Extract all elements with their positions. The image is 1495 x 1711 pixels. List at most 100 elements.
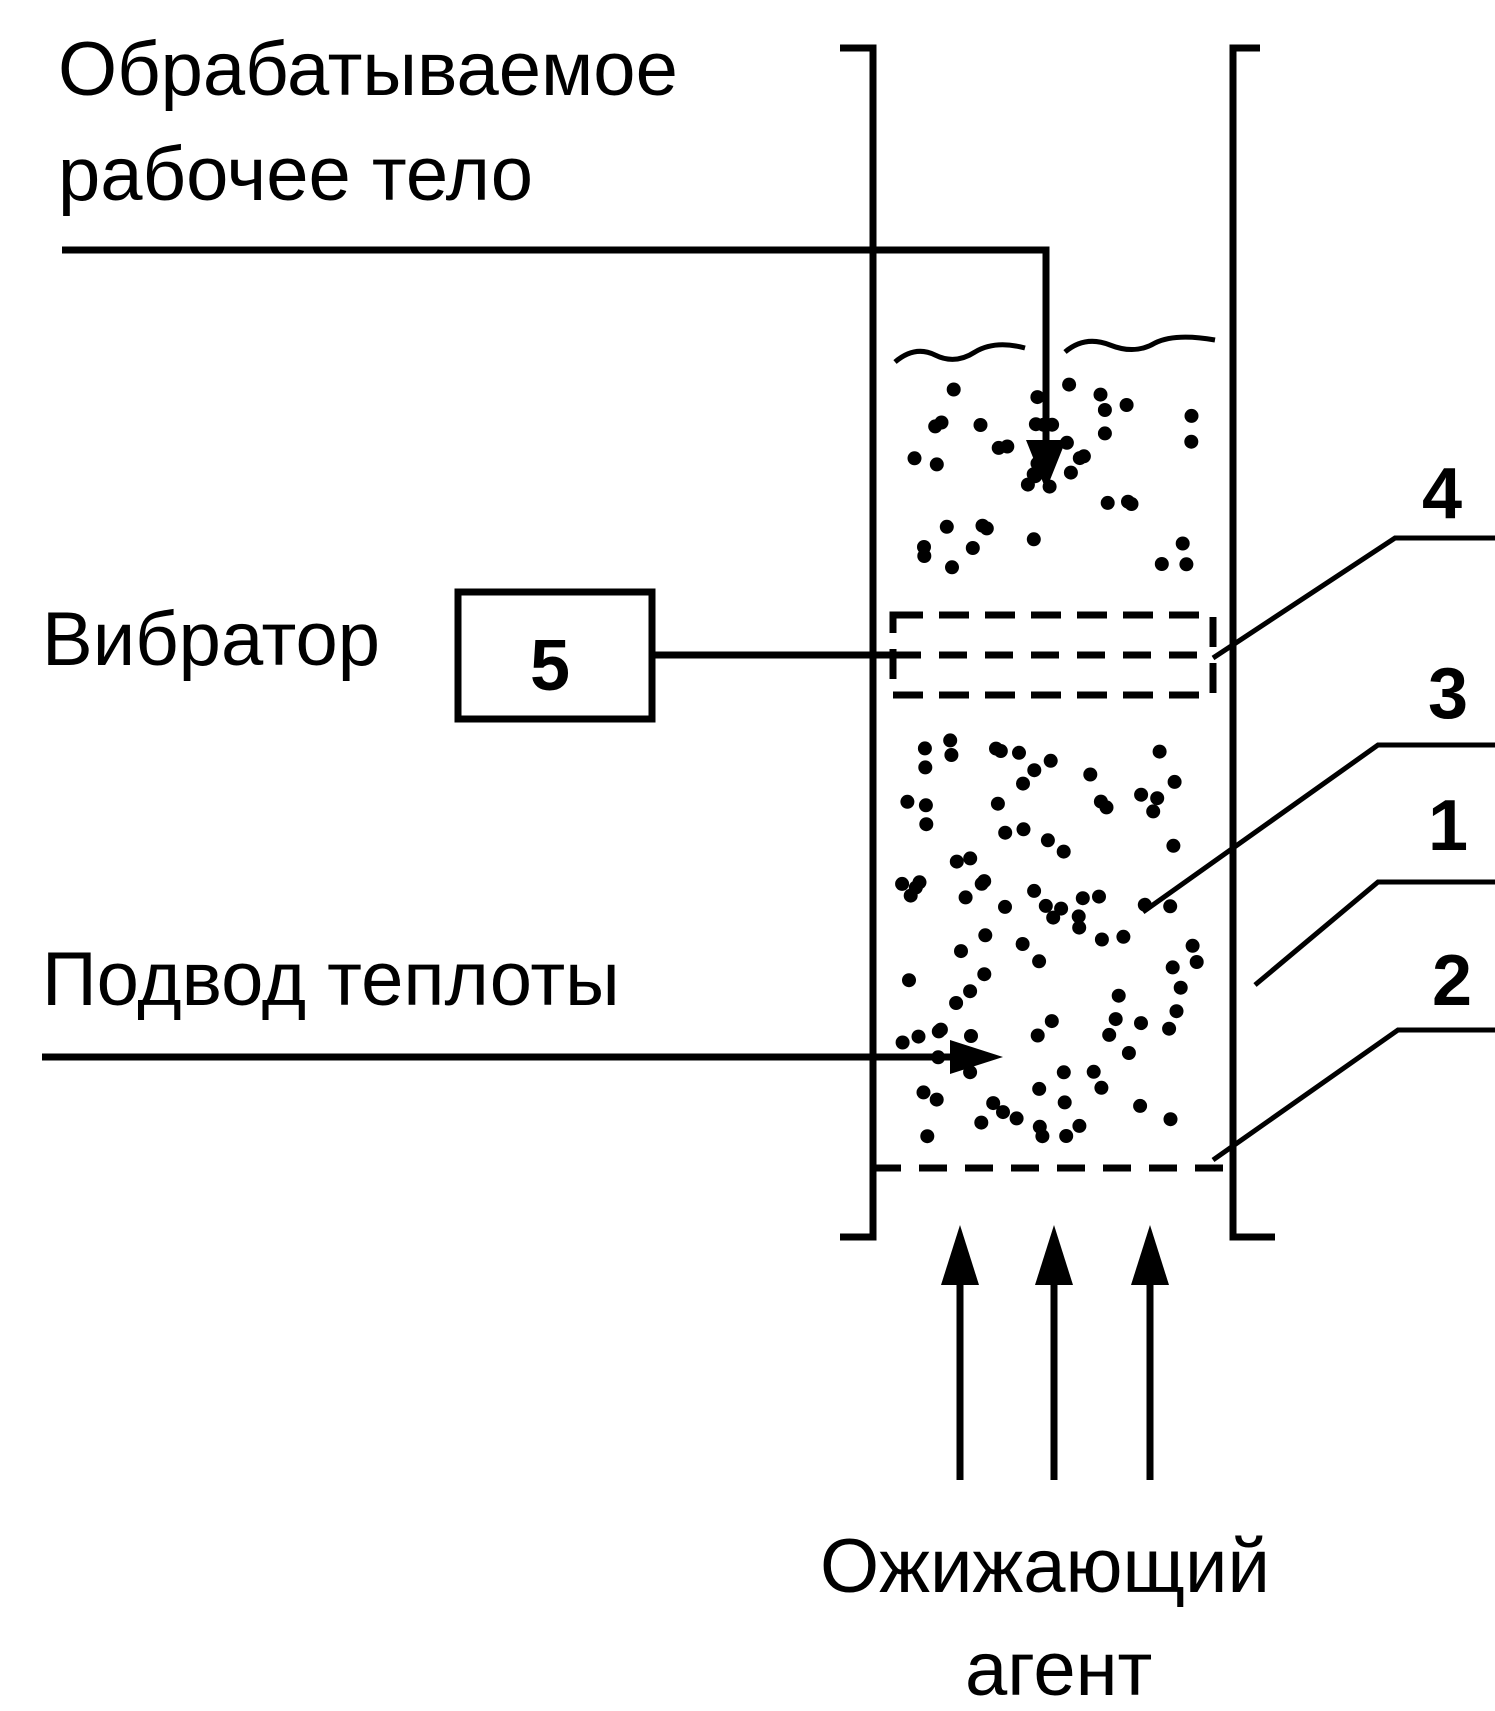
bed-particle	[908, 451, 922, 465]
vibrator-box-number: 5	[530, 626, 570, 706]
bed-particle	[1087, 1065, 1101, 1079]
bed-particle	[1030, 390, 1044, 404]
bed-particle	[1112, 989, 1126, 1003]
bed-particle	[1185, 409, 1199, 423]
bed-particle	[974, 1116, 988, 1130]
bed-particle	[963, 1065, 977, 1079]
bed-particle	[1168, 775, 1182, 789]
bed-surface-wave-right	[1065, 337, 1215, 352]
bed-particle	[1098, 403, 1112, 417]
bed-particle	[1121, 495, 1135, 509]
bed-particle	[964, 1029, 978, 1043]
bed-particle	[998, 900, 1012, 914]
bed-particle	[1077, 449, 1091, 463]
bed-particle	[1176, 537, 1190, 551]
bed-particle	[1072, 1119, 1086, 1133]
vibrator-label: Вибратор	[42, 597, 380, 682]
bed-particle	[1184, 435, 1198, 449]
heat-supply-label: Подвод теплоты	[42, 937, 620, 1022]
bed-particle	[1134, 788, 1148, 802]
bed-particle	[1155, 557, 1169, 571]
bed-particle	[1016, 937, 1030, 951]
bed-particle	[912, 1030, 926, 1044]
bed-particle	[954, 944, 968, 958]
bed-particle	[896, 1036, 910, 1050]
bed-particle	[1058, 1095, 1072, 1109]
callout-number-4: 4	[1422, 454, 1462, 534]
bed-particle	[994, 744, 1008, 758]
bed-particle	[919, 798, 933, 812]
bed-particle	[976, 519, 990, 533]
bed-particle	[1120, 398, 1134, 412]
bed-particle	[918, 741, 932, 755]
bed-particles	[895, 378, 1204, 1144]
bed-particle	[1190, 955, 1204, 969]
bed-particle	[1163, 899, 1177, 913]
bed-particle	[1153, 745, 1167, 759]
bed-particle	[1098, 426, 1112, 440]
bed-particle	[934, 1023, 948, 1037]
bed-particle	[986, 1096, 1000, 1110]
bed-particle	[919, 817, 933, 831]
bed-particle	[1116, 930, 1130, 944]
bed-particle	[991, 797, 1005, 811]
vibrator-box: 5	[458, 592, 652, 719]
bed-particle	[930, 457, 944, 471]
bed-particle	[949, 996, 963, 1010]
bed-particle	[918, 760, 932, 774]
bed-particle	[1027, 884, 1041, 898]
bed-particle	[1146, 804, 1160, 818]
bed-particle	[935, 416, 949, 430]
bed-particle	[1060, 436, 1074, 450]
bed-particle	[1016, 777, 1030, 791]
bed-particle	[1027, 763, 1041, 777]
bed-particle	[920, 1129, 934, 1143]
bed-particle	[1043, 480, 1057, 494]
vibrating-element	[893, 615, 1213, 695]
bed-particle	[1179, 557, 1193, 571]
bed-particle	[1062, 378, 1076, 392]
bed-particle	[917, 1085, 931, 1099]
bed-particle	[1031, 1029, 1045, 1043]
bed-particle	[1039, 899, 1053, 913]
bed-particle	[931, 1050, 945, 1064]
bed-particle	[895, 877, 909, 891]
bed-particle	[1035, 1129, 1049, 1143]
bed-particle	[950, 855, 964, 869]
bed-particle	[1041, 833, 1055, 847]
bed-particle	[963, 984, 977, 998]
agent-label-line1: Ожижающий	[820, 1524, 1270, 1609]
bed-particle	[900, 795, 914, 809]
bed-particle	[1059, 1129, 1073, 1143]
bed-surface-wave-left	[895, 345, 1025, 362]
bed-particle	[1037, 418, 1051, 432]
bed-particle	[1109, 1012, 1123, 1026]
bed-particle	[1044, 754, 1058, 768]
leader-4	[1213, 538, 1495, 658]
bed-particle	[1017, 822, 1031, 836]
bed-particle	[940, 520, 954, 534]
heat-supply-arrow	[42, 1040, 1003, 1074]
bed-particle	[1166, 960, 1180, 974]
bed-particle	[1072, 921, 1086, 935]
bed-particle	[977, 967, 991, 981]
bed-particle	[1101, 496, 1115, 510]
fluidizing-agent-arrows	[941, 1225, 1169, 1480]
bed-particle	[1083, 768, 1097, 782]
bed-particle	[1031, 457, 1045, 471]
leader-2	[1213, 1030, 1495, 1160]
bed-particle	[963, 851, 977, 865]
bed-particle	[943, 733, 957, 747]
bed-particle	[966, 541, 980, 555]
bed-particle	[959, 890, 973, 904]
material-label-line1: Обрабатываемое	[58, 27, 678, 112]
bed-particle	[1012, 746, 1026, 760]
bed-particle	[945, 560, 959, 574]
bed-particle	[1133, 1099, 1147, 1113]
bed-particle	[1027, 532, 1041, 546]
callout-number-1: 1	[1428, 786, 1468, 866]
bed-particle	[974, 418, 988, 432]
bed-particle	[1170, 1004, 1184, 1018]
bed-particle	[1010, 1111, 1024, 1125]
bed-particle	[992, 441, 1006, 455]
